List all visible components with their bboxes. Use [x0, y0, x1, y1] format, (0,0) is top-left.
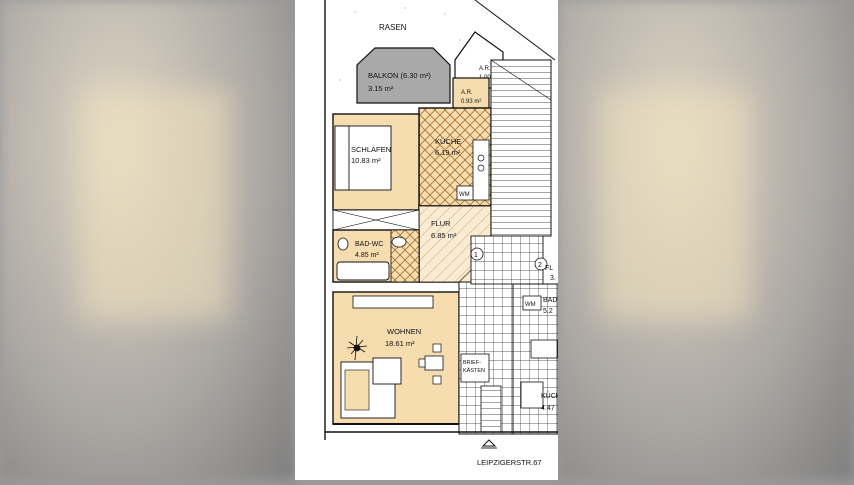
staircase [490, 59, 552, 237]
living-label-line2: 18.61 m² [385, 339, 415, 348]
neighbor-kitchen-area: 4.47 [541, 405, 555, 412]
kitchen-label-line2: 6.19 m² [435, 148, 461, 157]
street-label: LEIPZIGERSTR.67 [477, 458, 542, 467]
neighbor-kitchen-label: KÜCH [541, 392, 558, 400]
blur-highlight-left [80, 90, 230, 320]
mailbox-label-line1: BRIEF- [463, 360, 481, 366]
wardrobe-cross [332, 209, 420, 231]
neighbor-bath-area: 5.2 [543, 308, 553, 315]
mailbox-label-line2: KÄSTEN [463, 367, 485, 374]
washing-machine [456, 185, 474, 201]
wm-label: WM [459, 192, 470, 198]
stair-marker-2 [534, 257, 548, 271]
stair-landing [470, 235, 544, 285]
neighbor-hall-area: 3. [550, 275, 556, 282]
storage2-label-line1: A.R. [461, 90, 473, 96]
coffee-table [372, 357, 402, 385]
chair-1 [432, 343, 442, 353]
neighbor-washing-machine [522, 295, 542, 311]
entrance-steps [480, 385, 502, 433]
entrance-arrow-icon [481, 439, 497, 447]
sideboard [352, 295, 434, 309]
stair-number-2: 2 [538, 262, 542, 269]
balcony [356, 47, 451, 104]
stair-number-1: 1 [474, 252, 478, 259]
toilet [337, 237, 349, 251]
lawn-label: RASEN [379, 23, 407, 32]
bed-pillow [334, 125, 350, 191]
mailbox [460, 353, 490, 383]
neighbor-bath-label: BAD [543, 297, 557, 304]
blur-highlight-right [600, 90, 750, 320]
kitchen-label-line1: KÜCHE [435, 137, 461, 146]
storage1-label-line1: A.R. [479, 66, 491, 72]
bath-label-line1: BAD-WC [355, 241, 383, 248]
bathtub [336, 261, 390, 281]
sofa-cushion [344, 369, 370, 411]
stove-burner-1 [477, 154, 485, 162]
bath-label-line2: 4.85 m² [355, 252, 379, 259]
living-label-line1: WOHNEN [387, 327, 421, 336]
balcony-label-line2: 3.15 m² [368, 84, 394, 93]
hall-label-line1: FLUR [431, 219, 451, 228]
wm2-label: WM [525, 302, 536, 308]
stair-marker-1 [470, 247, 484, 261]
neighbor-bathtub [530, 339, 558, 359]
floor-plan: RASEN BALKON (6.30 m²) 3.15 m² A.R. 1.00… [295, 0, 561, 480]
bedroom-label-line1: SCHLAFEN [351, 145, 391, 154]
sink [391, 236, 407, 248]
neighbor-hall-label: FL [545, 265, 553, 272]
hall-label-line2: 6.85 m² [431, 231, 457, 240]
stove-burner-2 [477, 164, 485, 172]
floor-plan-svg: RASEN BALKON (6.30 m²) 3.15 m² A.R. 1.00… [324, 0, 561, 467]
stair-break-line [490, 59, 552, 101]
chair-3 [418, 358, 426, 368]
dining-table [424, 355, 444, 371]
diagonal-line [474, 0, 556, 61]
kitchen-counter [472, 139, 490, 201]
neighbor-kitchen-unit [520, 381, 544, 409]
chair-2 [432, 375, 442, 385]
bedroom-label-line2: 10.83 m² [351, 156, 381, 165]
plant-icon [346, 335, 368, 361]
balcony-label-line1: BALKON (6.30 m²) [368, 71, 431, 80]
storage-room-2 [452, 77, 490, 111]
storage2-label-line2: 0.93 m² [461, 99, 481, 105]
